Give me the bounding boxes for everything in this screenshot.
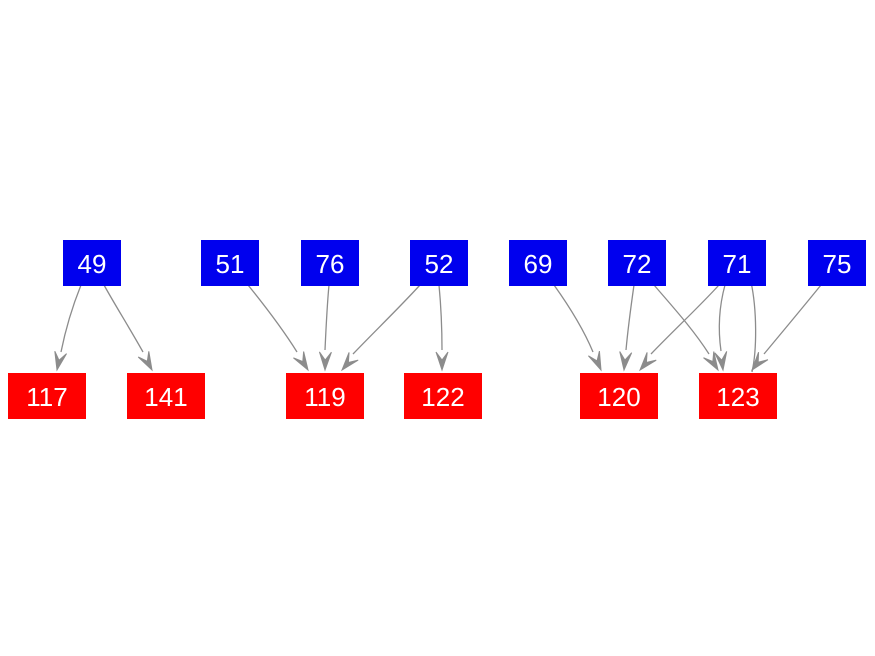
- node-label: 51: [216, 249, 245, 279]
- node-box: [608, 240, 666, 286]
- arrowhead-icon: [588, 350, 602, 372]
- node-box: [708, 240, 766, 286]
- arrowhead-icon: [54, 350, 67, 372]
- node-label: 52: [425, 249, 454, 279]
- arrowhead-icon: [714, 351, 728, 372]
- node-122[interactable]: 122: [404, 373, 482, 419]
- edge-line: [763, 284, 822, 355]
- node-box: [286, 373, 364, 419]
- node-box: [699, 373, 777, 419]
- arrowhead-icon: [293, 351, 309, 372]
- edge-51-to-119: [247, 284, 309, 372]
- arrowhead-icon: [619, 351, 633, 372]
- edge-line: [553, 284, 594, 353]
- edge-49-to-117: [54, 284, 82, 372]
- edge-52-to-119: [340, 284, 421, 372]
- arrowhead-icon: [703, 351, 719, 372]
- node-label: 119: [304, 382, 345, 412]
- edge-line: [718, 284, 726, 352]
- node-box: [580, 373, 658, 419]
- node-69[interactable]: 69: [509, 240, 567, 286]
- edge-69-to-120: [553, 284, 602, 372]
- node-123[interactable]: 123: [699, 373, 777, 419]
- node-box: [410, 240, 468, 286]
- arrowhead-icon: [340, 352, 359, 372]
- node-label: 141: [144, 382, 187, 412]
- edge-line: [103, 284, 144, 353]
- edge-72-to-123: [653, 284, 719, 372]
- edge-line: [247, 284, 298, 353]
- edge-72-to-120: [619, 284, 635, 372]
- node-box: [509, 240, 567, 286]
- node-box: [8, 373, 86, 419]
- node-box: [127, 373, 205, 419]
- edge-49-to-141: [103, 284, 153, 372]
- node-label: 117: [26, 382, 67, 412]
- node-box: [404, 373, 482, 419]
- node-72[interactable]: 72: [608, 240, 666, 286]
- node-71[interactable]: 71: [708, 240, 766, 286]
- node-52[interactable]: 52: [410, 240, 468, 286]
- node-75[interactable]: 75: [808, 240, 866, 286]
- node-119[interactable]: 119: [286, 373, 364, 419]
- edge-line: [352, 284, 421, 355]
- edge-71-to-120: [638, 284, 720, 372]
- node-label: 71: [723, 249, 752, 279]
- node-117[interactable]: 117: [8, 373, 86, 419]
- node-label: 123: [716, 382, 759, 412]
- node-box: [63, 240, 121, 286]
- node-label: 69: [524, 249, 553, 279]
- node-label: 122: [421, 382, 464, 412]
- node-120[interactable]: 120: [580, 373, 658, 419]
- node-51[interactable]: 51: [201, 240, 259, 286]
- node-box: [301, 240, 359, 286]
- arrowhead-icon: [435, 351, 449, 372]
- node-label: 75: [823, 249, 852, 279]
- edge-52-to-122: [435, 284, 449, 372]
- node-label: 76: [316, 249, 345, 279]
- arrowhead-icon: [137, 351, 153, 372]
- edge-line: [650, 284, 720, 355]
- edge-76-to-119: [318, 284, 332, 372]
- edge-line: [750, 281, 757, 373]
- nodes-layer: 49 51 76 52 69 72 71 75 117 141 119 122 120 123: [8, 240, 866, 419]
- node-box: [808, 240, 866, 286]
- arrowhead-icon: [638, 352, 657, 372]
- arrowhead-icon: [751, 352, 769, 372]
- node-label: 120: [597, 382, 640, 412]
- edge-line: [653, 284, 710, 355]
- edge-line: [324, 284, 330, 351]
- node-76[interactable]: 76: [301, 240, 359, 286]
- edge-line: [438, 284, 443, 351]
- edge-line: [625, 284, 635, 351]
- node-49[interactable]: 49: [63, 240, 121, 286]
- node-141[interactable]: 141: [127, 373, 205, 419]
- edges-layer: [54, 262, 822, 373]
- node-box: [201, 240, 259, 286]
- edge-line: [60, 284, 82, 353]
- node-label: 72: [623, 249, 652, 279]
- node-label: 49: [78, 249, 107, 279]
- edge-71-to-123: [714, 284, 728, 372]
- edge-75-to-123: [751, 284, 822, 372]
- arrowhead-icon: [318, 351, 332, 372]
